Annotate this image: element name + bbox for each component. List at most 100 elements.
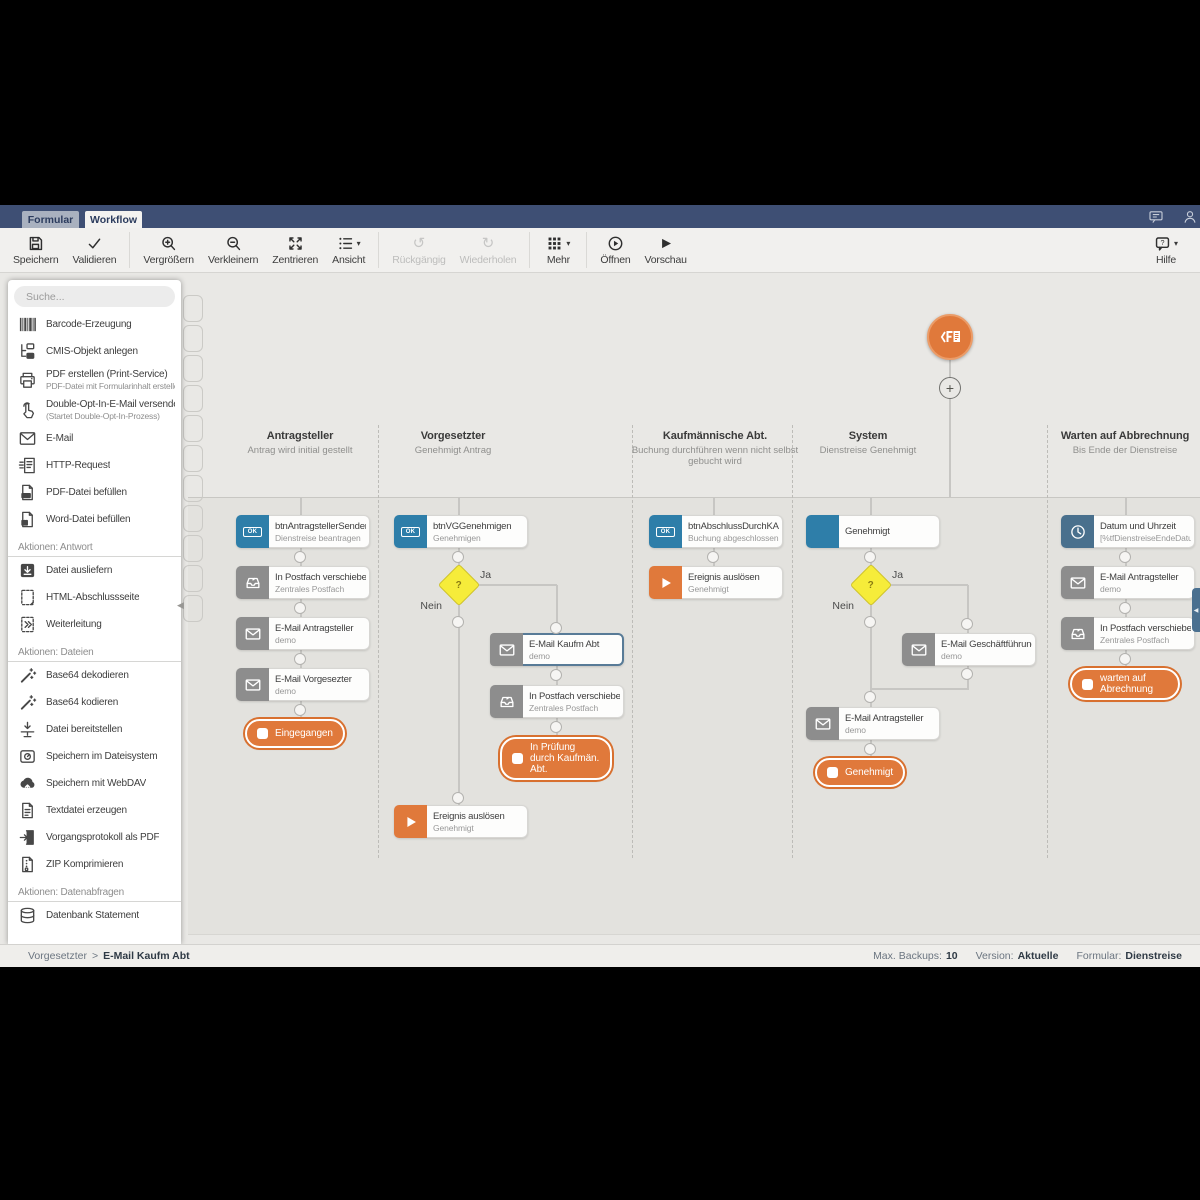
add-node-button[interactable]: + (939, 377, 961, 399)
database-icon (18, 906, 37, 925)
sidebar-collapse-icon[interactable]: ◀ (177, 601, 184, 611)
palette-ghost-card (183, 415, 203, 442)
email-icon (236, 668, 269, 701)
state-pill-in-pruefung[interactable]: In Prüfung durch Kaufmän. Abt. (500, 737, 612, 780)
redirect-icon (18, 615, 37, 634)
play-icon (657, 235, 674, 252)
inbox-icon (236, 566, 269, 599)
state-icon (827, 767, 838, 778)
breadcrumb[interactable]: Vorgesetzter > E-Mail Kaufm Abt (28, 950, 190, 962)
formcycle-logo-icon (937, 324, 963, 350)
email-icon (806, 707, 839, 740)
sidebar-item-html-abschlussseite[interactable]: HTML-Abschlussseite (8, 584, 181, 611)
open-button[interactable]: Öffnen (593, 232, 637, 268)
save-button[interactable]: Speichern (6, 232, 65, 268)
connector-point (452, 616, 464, 628)
ok-button-icon: OK (649, 515, 682, 548)
chevron-left-icon: ◀ (1193, 606, 1199, 614)
sidebar-item-barcode-erzeugung[interactable]: Barcode-Erzeugung (8, 311, 181, 338)
branch-label-ja: Ja (480, 569, 492, 581)
palette-ghost-card (183, 475, 203, 502)
zoom-in-button[interactable]: Vergrößern (136, 232, 201, 268)
state-pill-warten-auf-abrechnung[interactable]: warten auf Abrechnung (1070, 668, 1180, 700)
sidebar-item-datei-ausliefern[interactable]: Datei ausliefern (8, 557, 181, 584)
state-icon (1082, 678, 1093, 690)
sidebar-item-vorgangsprotokoll-als-pdf[interactable]: Vorgangsprotokoll als PDF (8, 824, 181, 851)
user-account-icon[interactable] (1182, 209, 1198, 225)
tab-workflow[interactable]: Workflow (85, 211, 142, 228)
sidebar-item-base64-dekodieren[interactable]: Base64 dekodieren (8, 662, 181, 689)
zoom-out-icon (225, 235, 242, 252)
max-backups: Max. Backups:10 (873, 950, 958, 962)
email-icon (18, 429, 37, 448)
help-bubble-icon: ? (1154, 235, 1171, 252)
workflow-start-node[interactable] (927, 314, 973, 360)
state-icon (257, 728, 268, 739)
sidebar-item-weiterleitung[interactable]: Weiterleitung (8, 611, 181, 638)
trigger-event-icon (394, 805, 427, 838)
preview-button[interactable]: Vorschau (638, 232, 694, 268)
workflow-node-datum-und-uhrzeit[interactable]: Datum und Uhrzeit[%tfDienstreiseEndeDatu… (1061, 515, 1195, 548)
feedback-message-icon[interactable] (1148, 209, 1164, 225)
sidebar-item-http-request[interactable]: HTTP-Request (8, 452, 181, 479)
trigger-event-icon (649, 566, 682, 599)
tab-formular[interactable]: Formular (22, 211, 79, 228)
sidebar-item-pdf-datei-befuellen[interactable]: PDF-Datei befüllen (8, 479, 181, 506)
lane-divider (378, 425, 379, 858)
right-panel-handle[interactable]: ◀ (1192, 588, 1200, 632)
swimlane-container (188, 497, 1200, 935)
help-button[interactable]: ? ▾ Hilfe (1144, 232, 1188, 268)
check-icon (86, 235, 103, 252)
sidebar-item-speichern-mit-webdav[interactable]: Speichern mit WebDAV (8, 770, 181, 797)
double-opt-in-icon (18, 401, 37, 420)
protocol-pdf-icon (18, 828, 37, 847)
sidebar-item-pdf-erstellen[interactable]: PDF erstellen (Print-Service)PDF-Datei m… (8, 365, 181, 395)
validate-button[interactable]: Validieren (65, 232, 123, 268)
connector-point (294, 551, 306, 563)
more-menu-button[interactable]: ▾ Mehr (536, 232, 580, 268)
email-icon (490, 633, 523, 666)
sidebar-item-datenbank-statement[interactable]: Datenbank Statement (8, 902, 181, 929)
zoom-out-button[interactable]: Verkleinern (201, 232, 265, 268)
state-pill-eingegangen[interactable]: Eingegangen (245, 719, 345, 748)
redo-button[interactable]: ↻ Wiederholen (459, 234, 517, 267)
sidebar-item-base64-kodieren[interactable]: Base64 kodieren (8, 689, 181, 716)
lane-divider (1047, 425, 1048, 858)
event-icon (806, 515, 839, 548)
chevron-down-icon: ▾ (356, 239, 361, 248)
workflow-node-genehmigt[interactable]: Genehmigt (806, 515, 940, 548)
sidebar-item-speichern-im-dateisystem[interactable]: Speichern im Dateisystem (8, 743, 181, 770)
sidebar-item-textdatei-erzeugen[interactable]: Textdatei erzeugen (8, 797, 181, 824)
state-pill-genehmigt[interactable]: Genehmigt (815, 758, 906, 787)
palette-ghost-card (183, 505, 203, 532)
action-palette-sidebar: Barcode-Erzeugung CMIS-Objekt anlegen PD… (8, 280, 181, 944)
sidebar-item-double-opt-in[interactable]: Double-Opt-In-E-Mail versenden(Startet D… (8, 395, 181, 425)
undo-icon: ↺ (412, 234, 426, 252)
search-input[interactable] (14, 286, 175, 307)
list-icon (337, 235, 354, 252)
sidebar-item-cmis-objekt-anlegen[interactable]: CMIS-Objekt anlegen (8, 338, 181, 365)
sidebar-item-word-datei-befuellen[interactable]: Word-Datei befüllen (8, 506, 181, 533)
undo-button[interactable]: ↺ Rückgängig (392, 234, 446, 267)
sidebar-item-datei-bereitstellen[interactable]: Datei bereitstellen (8, 716, 181, 743)
center-button[interactable]: Zentrieren (265, 232, 325, 268)
sidebar-item-email[interactable]: E-Mail (8, 425, 181, 452)
view-menu-button[interactable]: ▾ Ansicht (325, 232, 372, 268)
sidebar-item-zip-komprimieren[interactable]: ZIP Komprimieren (8, 851, 181, 878)
connector-point (452, 792, 464, 804)
